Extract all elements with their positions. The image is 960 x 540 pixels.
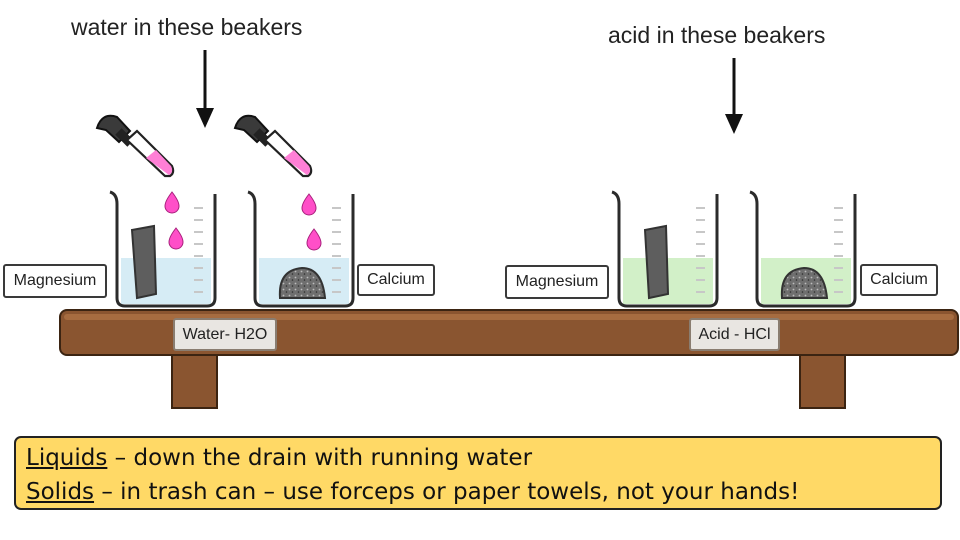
solids-term: Solids	[26, 479, 95, 505]
shelf-leg-right	[799, 347, 846, 409]
liquids-term: Liquids	[26, 445, 108, 471]
liquids-text: – down the drain with running water	[107, 445, 533, 471]
water-beakers-heading: water in these beakers	[71, 14, 303, 40]
label-water-magnesium: Magnesium	[3, 264, 107, 298]
dropper-icon	[233, 114, 313, 178]
shelf-label-acid: Acid - HCl	[689, 318, 780, 351]
label-acid-calcium: Calcium	[860, 264, 938, 296]
magnesium-strip-icon	[643, 224, 670, 300]
arrow-down-icon	[725, 58, 743, 134]
disposal-instructions: Liquids – down the drain with running wa…	[14, 436, 942, 510]
magnesium-strip-icon	[130, 224, 158, 300]
drop-icon	[164, 191, 180, 214]
arrow-down-icon	[196, 50, 214, 128]
liquids-instruction: Liquids – down the drain with running wa…	[26, 441, 930, 475]
beaker-icon	[109, 190, 217, 308]
calcium-lump-icon	[278, 266, 327, 299]
solids-instruction: Solids – in trash can – use forceps or p…	[26, 475, 930, 509]
solids-text: – in trash can – use forceps or paper to…	[94, 479, 800, 505]
dropper-icon	[95, 114, 175, 178]
shelf-leg-left	[171, 347, 218, 409]
drop-icon	[301, 193, 317, 216]
drop-icon	[168, 227, 184, 250]
acid-beakers-heading: acid in these beakers	[608, 22, 826, 48]
label-acid-magnesium: Magnesium	[505, 265, 609, 299]
shelf-label-water: Water- H2O	[173, 318, 277, 351]
drop-icon	[306, 228, 322, 251]
label-water-calcium: Calcium	[357, 264, 435, 296]
calcium-lump-icon	[780, 266, 829, 299]
